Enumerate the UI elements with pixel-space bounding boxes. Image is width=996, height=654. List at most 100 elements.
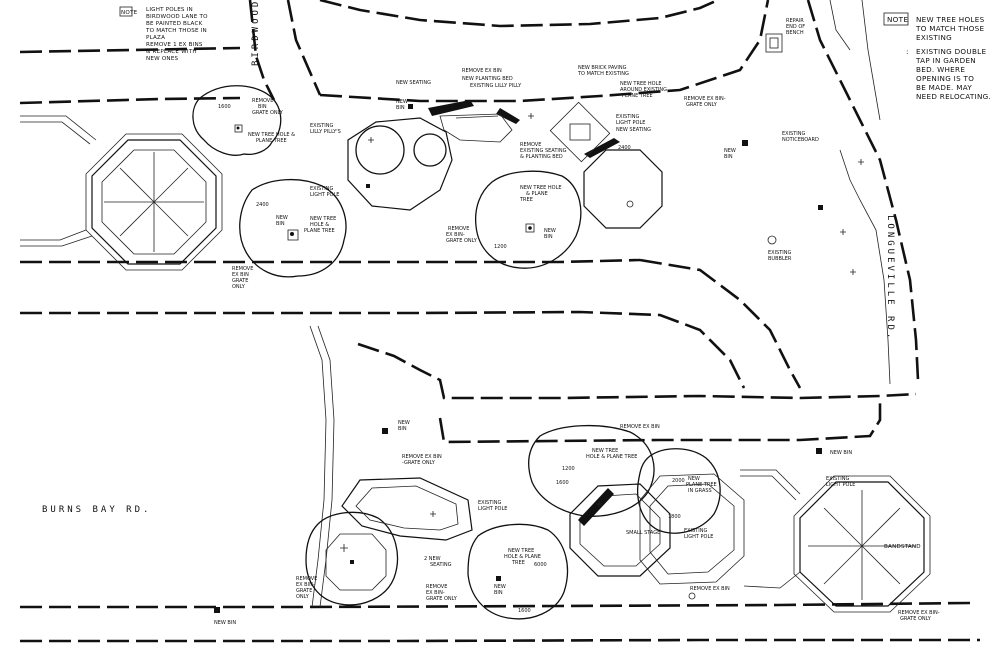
svg-text:PLANE TREE: PLANE TREE (304, 228, 335, 234)
svg-text:BIN: BIN (724, 154, 733, 160)
svg-text:GRATE ONLY: GRATE ONLY (252, 110, 284, 116)
svg-text:NOTICEBOARD: NOTICEBOARD (782, 137, 819, 143)
svg-text:TAP IN GARDEN: TAP IN GARDEN (915, 56, 976, 65)
svg-text:HOLE & PLANE: HOLE & PLANE (504, 554, 541, 560)
svg-text:NEW TREE: NEW TREE (310, 216, 336, 222)
svg-text:1800: 1800 (668, 514, 681, 520)
road-labels: BIRDWOOD LANE LONGUEVILLE RD. BURNS BAY … (42, 0, 895, 515)
svg-text:REMOVE: REMOVE (448, 226, 469, 232)
tree-plane-lowleft (305, 511, 399, 606)
svg-text:REMOVE: REMOVE (426, 584, 447, 590)
svg-text:GRATE ONLY: GRATE ONLY (446, 238, 478, 244)
svg-text:LIGHT POLES IN: LIGHT POLES IN (146, 7, 193, 13)
svg-text:BIN: BIN (276, 221, 285, 227)
note-title: NOTE (121, 10, 138, 16)
svg-text:EXISTING: EXISTING (826, 476, 850, 482)
svg-text:BE MADE. MAY: BE MADE. MAY (916, 83, 972, 92)
tree-plane-lowcenter (467, 523, 569, 620)
svg-text:GRATE ONLY: GRATE ONLY (686, 102, 718, 108)
svg-text:6000: 6000 (534, 562, 547, 568)
svg-text:NEW TREE HOLE &: NEW TREE HOLE & (248, 132, 295, 138)
svg-text:GRATE ONLY: GRATE ONLY (900, 616, 932, 622)
bins-lower (214, 428, 822, 613)
svg-text:EXISTING: EXISTING (684, 528, 708, 534)
svg-text:NEW BRICK PAVING: NEW BRICK PAVING (578, 65, 627, 71)
svg-text:NEW PLANTING BED: NEW PLANTING BED (462, 76, 513, 82)
svg-text:HOLE & PLANE TREE: HOLE & PLANE TREE (586, 454, 637, 460)
bench-top-right (765, 33, 783, 53)
light-pole-markers (340, 113, 864, 552)
svg-text:1600: 1600 (556, 480, 569, 486)
svg-text:NEW: NEW (688, 476, 700, 482)
svg-text:& PLANE: & PLANE (526, 191, 548, 197)
svg-text:LIGHT POLE: LIGHT POLE (310, 192, 339, 198)
svg-text:EXISTING SEATING: EXISTING SEATING (520, 148, 567, 154)
tree-plane-topleft (192, 85, 282, 156)
svg-text:NEW: NEW (276, 215, 288, 221)
lower-labels: NEW BIN REMOVE EX BIN -GRATE ONLY EXISTI… (214, 420, 940, 626)
svg-text:REMOVE: REMOVE (296, 576, 317, 582)
svg-text:HOLE &: HOLE & (310, 222, 329, 228)
svg-text:EXISTING: EXISTING (310, 123, 334, 129)
svg-text:EX BIN-: EX BIN- (296, 582, 315, 588)
svg-text:BIN: BIN (494, 590, 503, 596)
svg-text:NEW: NEW (398, 420, 410, 426)
svg-text:BED. WHERE: BED. WHERE (916, 65, 965, 74)
svg-text:BE PAINTED BLACK: BE PAINTED BLACK (146, 21, 203, 27)
svg-text:GRATE: GRATE (296, 588, 312, 594)
svg-text:NEW ONES: NEW ONES (146, 56, 179, 62)
top-labels: REPAIR END OF BENCH REMOVE BIN GRATE ONL… (218, 18, 819, 290)
svg-text:BENCH: BENCH (786, 30, 804, 36)
svg-text:NEW TREE HOLE: NEW TREE HOLE (620, 81, 662, 87)
svg-text:REMOVE: REMOVE (252, 98, 273, 104)
longueville-rd-label: LONGUEVILLE RD. (885, 215, 895, 341)
svg-text:END OF: END OF (786, 24, 805, 30)
svg-text:IN GRASS: IN GRASS (688, 488, 712, 494)
svg-text:PLANE TREE: PLANE TREE (622, 93, 653, 99)
svg-text:TO MATCH EXISTING: TO MATCH EXISTING (577, 71, 629, 77)
bandstand-octagon (740, 469, 931, 613)
svg-text:REMOVE EX BIN: REMOVE EX BIN (690, 586, 730, 592)
svg-text:EXISTING LILLY PILLY: EXISTING LILLY PILLY (470, 83, 522, 89)
note-top-left: NOTE LIGHT POLES IN BIRDWOOD LANE TO BE … (119, 6, 208, 62)
svg-text:LILLY PILLY'S: LILLY PILLY'S (310, 129, 341, 135)
svg-text:LIGHT POLE: LIGHT POLE (616, 120, 645, 126)
svg-text:REMOVE: REMOVE (232, 266, 253, 272)
svg-text:LIGHT POLE: LIGHT POLE (684, 534, 713, 540)
svg-text:BIN: BIN (544, 234, 553, 240)
svg-text:REMOVE EX BIN: REMOVE EX BIN (462, 68, 502, 74)
svg-text:NEW BIN: NEW BIN (830, 450, 852, 456)
svg-text:BIN: BIN (398, 426, 407, 432)
lower-planter-bed (341, 477, 473, 541)
svg-text:NEW TREE HOLES: NEW TREE HOLES (916, 15, 985, 24)
svg-text:NEW: NEW (494, 584, 506, 590)
tree-plane-center (474, 170, 582, 269)
svg-text:1600: 1600 (518, 608, 531, 614)
bins-top (366, 104, 823, 245)
octagon-pavilion-left (20, 115, 223, 271)
svg-text:NEW TREE: NEW TREE (508, 548, 534, 554)
planter-bed-lilly-pilly (347, 117, 453, 211)
svg-text:-GRATE ONLY: -GRATE ONLY (402, 460, 436, 466)
svg-text:NEED RELOCATING.: NEED RELOCATING. (916, 92, 991, 101)
svg-text:BANDSTAND: BANDSTAND (884, 544, 921, 550)
road-edges (19, 0, 980, 643)
svg-text:REMOVE EX BIN: REMOVE EX BIN (402, 454, 442, 460)
svg-text::: : (906, 47, 909, 56)
svg-text:NEW: NEW (544, 228, 556, 234)
svg-text:GRATE ONLY: GRATE ONLY (426, 596, 458, 602)
svg-text:BIN: BIN (396, 105, 405, 111)
new-planting-bed (428, 100, 520, 143)
svg-text:TREE: TREE (519, 197, 533, 203)
svg-text:NEW: NEW (396, 99, 408, 105)
svg-text:REMOVE EX BIN-: REMOVE EX BIN- (684, 96, 726, 102)
octagon-center-top (583, 138, 663, 229)
svg-text:1200: 1200 (494, 244, 507, 250)
svg-text:REMOVE: REMOVE (520, 142, 541, 148)
svg-text:NEW TREE HOLE: NEW TREE HOLE (520, 185, 562, 191)
svg-text:NEW BIN: NEW BIN (214, 620, 236, 626)
svg-text:EXISTING: EXISTING (768, 250, 792, 256)
stage-platform (569, 473, 745, 585)
svg-text:EXISTING: EXISTING (782, 131, 806, 137)
